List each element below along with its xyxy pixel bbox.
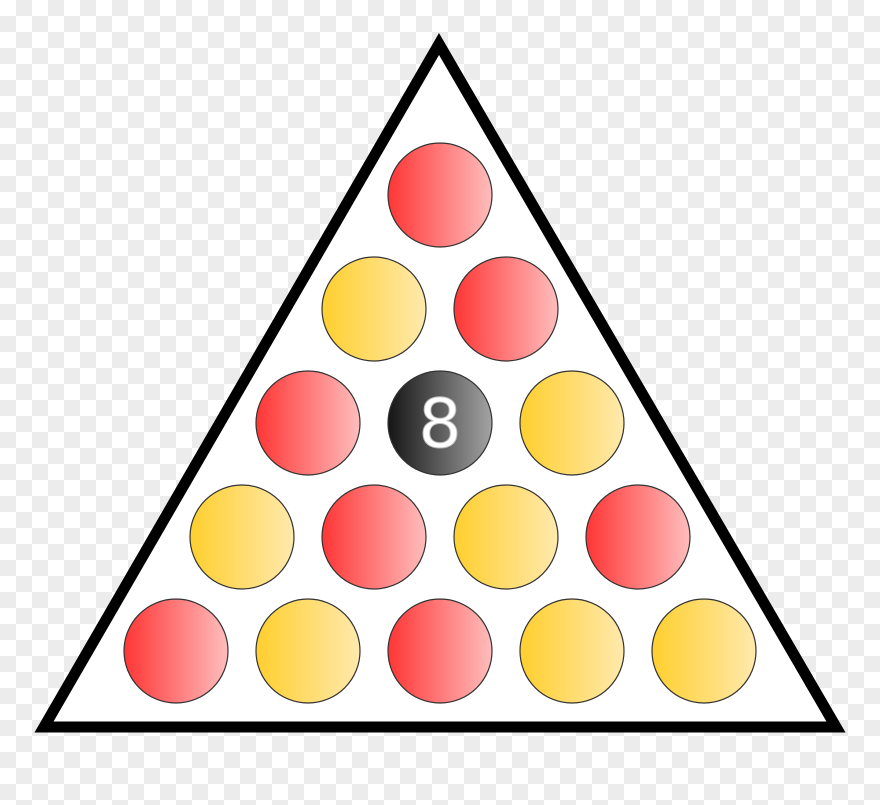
eight-ball: 8 bbox=[387, 370, 493, 476]
yellow-ball bbox=[321, 256, 427, 362]
red-ball bbox=[123, 598, 229, 704]
ball-circle bbox=[387, 142, 493, 248]
yellow-ball bbox=[519, 598, 625, 704]
ball-circle bbox=[189, 484, 295, 590]
ball-circle bbox=[387, 370, 493, 476]
red-ball bbox=[321, 484, 427, 590]
red-ball bbox=[387, 142, 493, 248]
ball-circle bbox=[519, 598, 625, 704]
yellow-ball bbox=[189, 484, 295, 590]
ball-circle bbox=[453, 256, 559, 362]
ball-circle bbox=[585, 484, 691, 590]
red-ball bbox=[585, 484, 691, 590]
red-ball bbox=[453, 256, 559, 362]
ball-circle bbox=[387, 598, 493, 704]
eight-ball-number: 8 bbox=[418, 385, 461, 464]
ball-circle bbox=[255, 598, 361, 704]
red-ball bbox=[387, 598, 493, 704]
ball-circle bbox=[255, 370, 361, 476]
ball-circle bbox=[651, 598, 757, 704]
ball-circle bbox=[519, 370, 625, 476]
ball-circle bbox=[321, 256, 427, 362]
red-ball bbox=[255, 370, 361, 476]
yellow-ball bbox=[519, 370, 625, 476]
yellow-ball bbox=[651, 598, 757, 704]
ball-circle bbox=[321, 484, 427, 590]
ball-circle bbox=[453, 484, 559, 590]
ball-circle bbox=[123, 598, 229, 704]
balls-group: 8 bbox=[123, 142, 757, 704]
yellow-ball bbox=[453, 484, 559, 590]
yellow-ball bbox=[255, 598, 361, 704]
